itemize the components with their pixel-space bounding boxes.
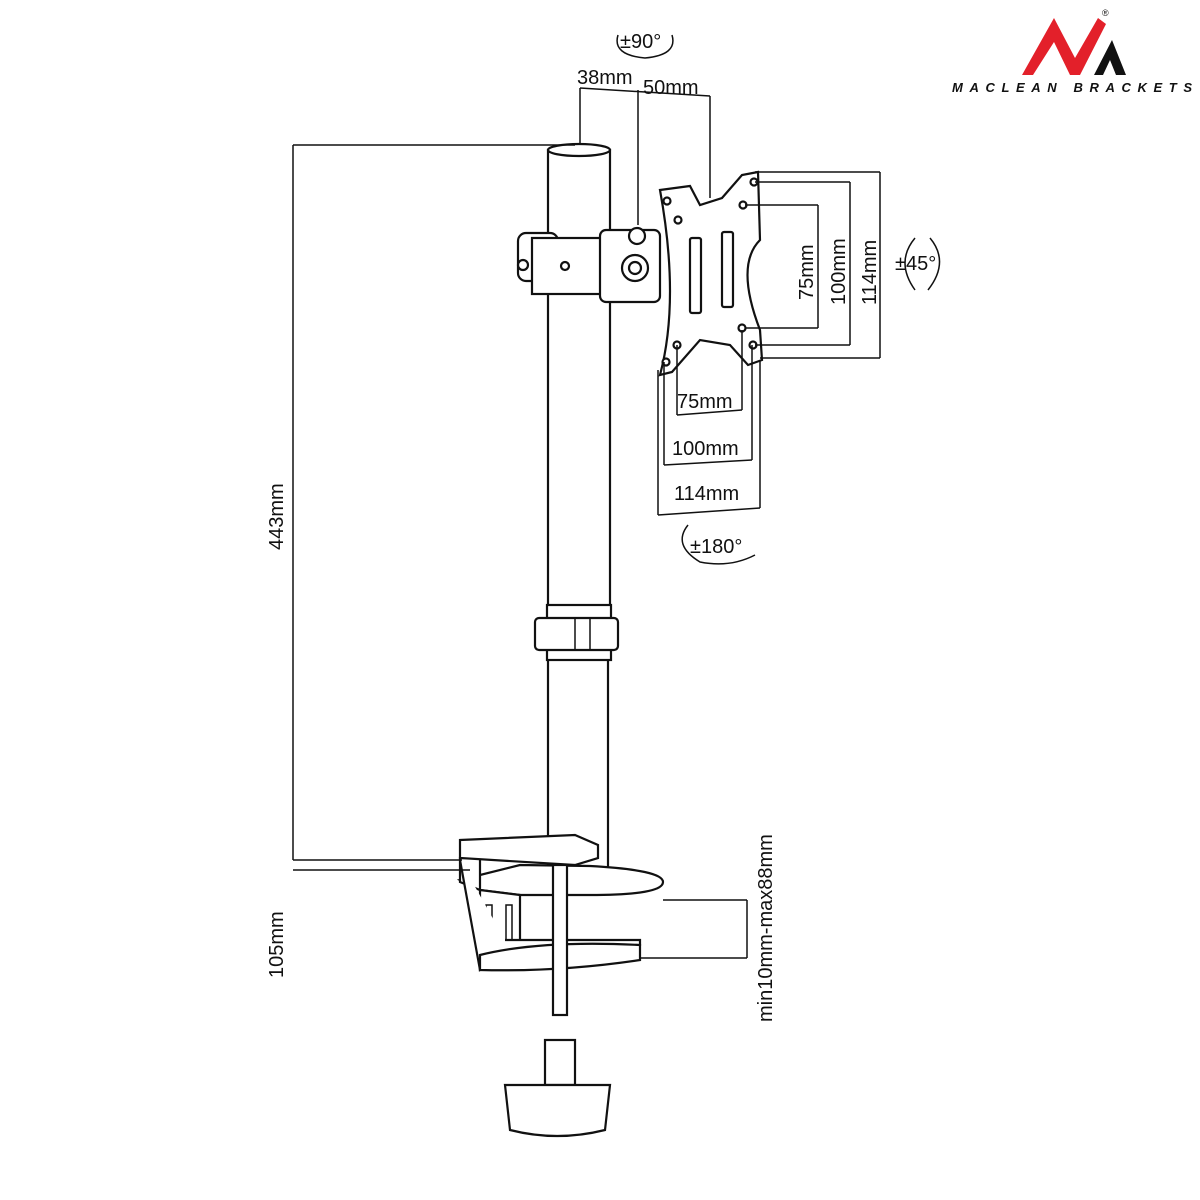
vesa-v-75-label: 75mm: [796, 244, 818, 300]
offset-50-label: 50mm: [643, 77, 699, 99]
desk-thickness-label: min10mm-max88mm: [755, 834, 777, 1022]
dimension-lines: [292, 87, 881, 959]
swivel-label: ±90°: [620, 31, 661, 53]
height-collar: [533, 616, 620, 652]
desk-clamp: [456, 833, 665, 1138]
vesa-h-100-label: 100mm: [672, 438, 739, 460]
offset-38-label: 38mm: [577, 67, 633, 89]
rotate-label: ±180°: [690, 536, 742, 558]
rotation-arcs: [616, 34, 941, 565]
vesa-h-114-label: 114mm: [674, 483, 739, 505]
vesa-v-100-label: 100mm: [828, 238, 850, 305]
clamp-height-label: 105mm: [266, 911, 288, 978]
logo-brand-text: MACLEAN BRACKETS: [952, 80, 1192, 95]
vesa-h-75-label: 75mm: [677, 391, 733, 413]
vesa-plate: [658, 170, 764, 377]
tilt-label: ±45°: [895, 253, 936, 275]
pole: [533, 142, 620, 882]
pole-height-label: 443mm: [266, 483, 288, 550]
registered-mark: ®: [1102, 8, 1109, 18]
maclean-logo: ® MACLEAN BRACKETS: [952, 8, 1192, 95]
head-bracket: [516, 226, 662, 304]
vesa-v-114-label: 114mm: [859, 240, 881, 305]
